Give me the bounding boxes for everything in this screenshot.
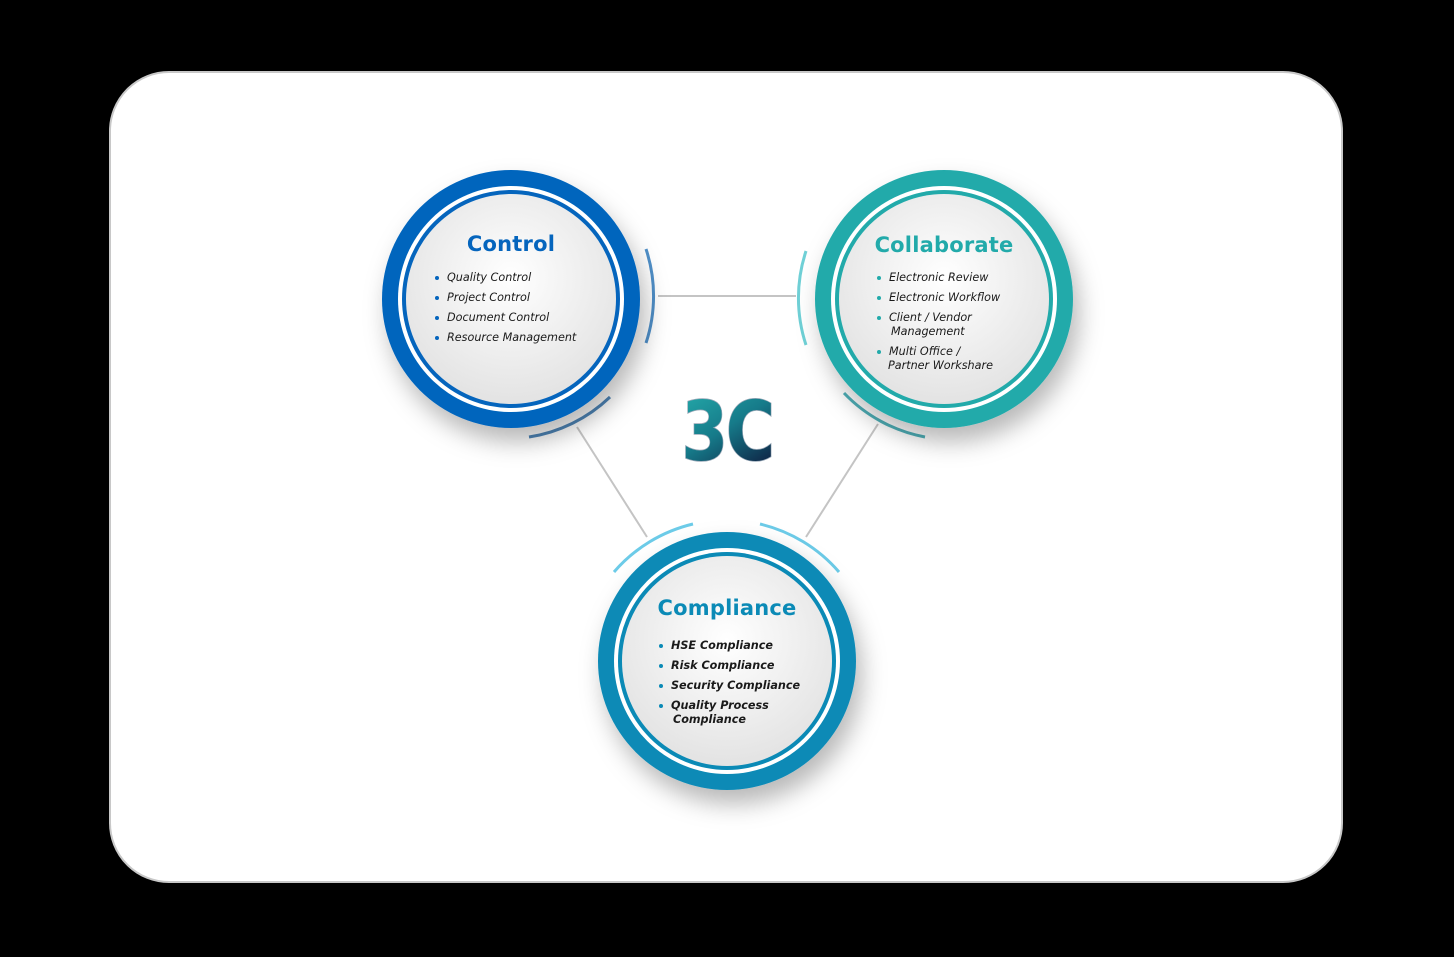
collaborate-arc-left: [796, 250, 808, 346]
node-title-compliance: Compliance: [657, 596, 797, 620]
svg-text:3C: 3C: [681, 383, 772, 479]
bullet-icon: [877, 276, 881, 280]
connector-collaborate-compliance: [805, 423, 879, 538]
list-item: HSE Compliance: [659, 639, 800, 653]
collaborate-arc-bottom: [842, 391, 926, 439]
collaborate-list: Electronic Review Electronic Workflow Cl…: [877, 271, 1000, 379]
list-item: Electronic Review: [877, 271, 1000, 285]
compliance-arc-right: [759, 522, 841, 573]
bullet-icon: [659, 704, 663, 708]
compliance-list: HSE Compliance Risk Compliance Security …: [659, 639, 800, 733]
node-title-collaborate: Collaborate: [874, 233, 1014, 257]
node-compliance: Compliance HSE Compliance Risk Complianc…: [597, 531, 857, 791]
node-control: Control Quality Control Project Control …: [381, 169, 641, 429]
list-item: Project Control: [435, 291, 576, 305]
control-arc-right: [644, 248, 656, 344]
list-item: Security Compliance: [659, 679, 800, 693]
control-arc-bottom: [528, 395, 612, 439]
bullet-icon: [659, 664, 663, 668]
connector-control-compliance: [576, 426, 648, 538]
bullet-icon: [877, 316, 881, 320]
list-item: Electronic Workflow: [877, 291, 1000, 305]
bullet-icon: [877, 296, 881, 300]
bullet-icon: [659, 644, 663, 648]
list-item: Multi Office /Partner Workshare: [877, 345, 1000, 373]
compliance-arc-left: [612, 522, 694, 573]
list-item: Document Control: [435, 311, 576, 325]
node-collaborate: Collaborate Electronic Review Electronic…: [814, 169, 1074, 429]
logo-3c-icon: 3C: [681, 383, 776, 481]
bullet-icon: [877, 350, 881, 354]
node-title-control: Control: [466, 232, 556, 256]
list-item: Quality Control: [435, 271, 576, 285]
bullet-icon: [435, 336, 439, 340]
bullet-icon: [435, 316, 439, 320]
list-item: Resource Management: [435, 331, 576, 345]
control-list: Quality Control Project Control Document…: [435, 271, 576, 351]
bullet-icon: [435, 296, 439, 300]
bullet-icon: [659, 684, 663, 688]
list-item: Risk Compliance: [659, 659, 800, 673]
bullet-icon: [435, 276, 439, 280]
